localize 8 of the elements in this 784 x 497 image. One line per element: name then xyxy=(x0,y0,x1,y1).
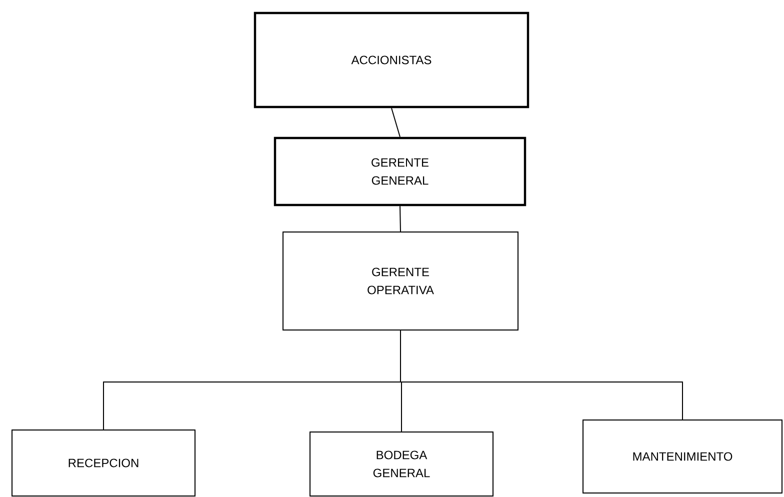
org-box: MANTENIMIENTO xyxy=(582,419,782,494)
connector-line xyxy=(400,206,401,232)
org-box: BODEGA GENERAL xyxy=(310,431,494,496)
org-box: ACCIONISTAS xyxy=(254,12,530,108)
connector-line xyxy=(391,108,400,138)
org-box: RECEPCION xyxy=(12,429,196,496)
org-box: GERENTE OPERATIVA xyxy=(282,231,518,330)
org-box: GERENTE GENERAL xyxy=(274,136,526,206)
